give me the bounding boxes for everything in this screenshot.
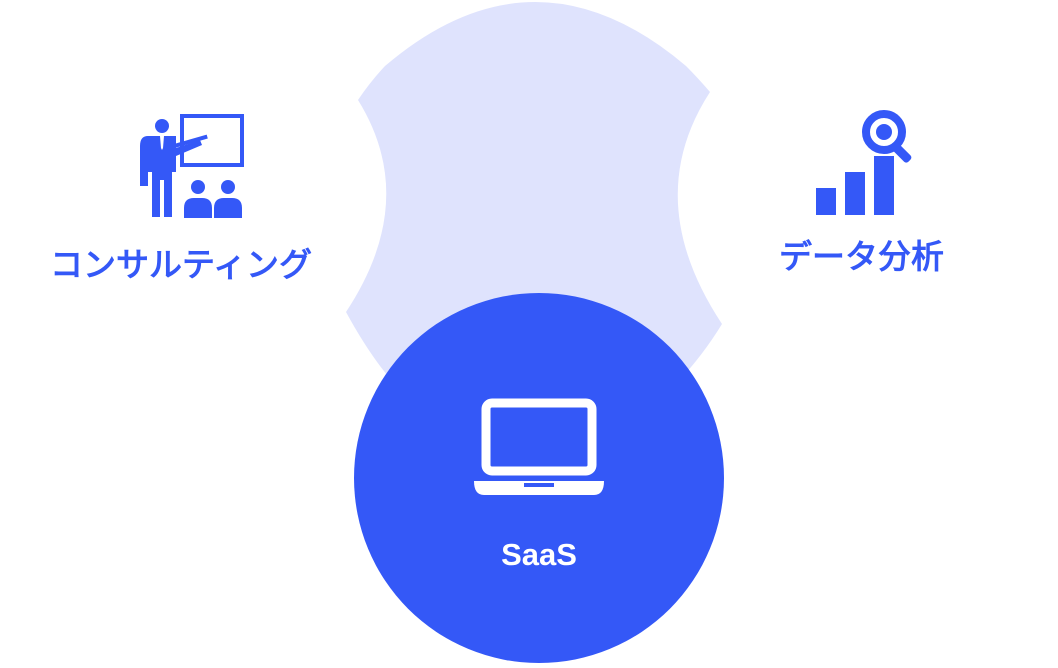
bar-chart-search-icon xyxy=(816,110,912,215)
laptop-icon xyxy=(474,398,604,495)
consulting-label: コンサルティング xyxy=(50,245,313,284)
analytics-label: データ分析 xyxy=(779,237,944,276)
presentation-icon xyxy=(140,114,244,218)
saas-circle: SaaS xyxy=(354,293,724,663)
saas-label: SaaS xyxy=(501,537,577,572)
